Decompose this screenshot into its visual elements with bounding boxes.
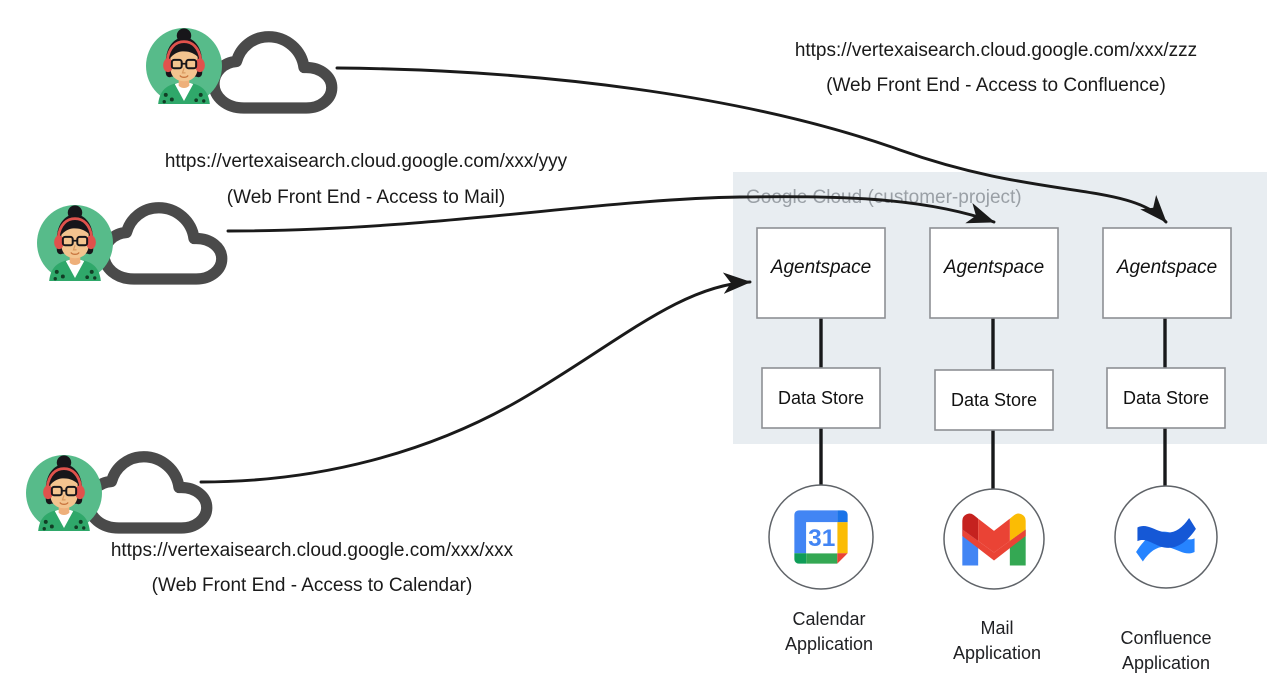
flow-arrow-confluence [335, 66, 1168, 224]
datastore-node-confluence[interactable]: Data Store [1106, 367, 1226, 429]
user-node-calendar[interactable] [26, 455, 207, 531]
app-node-confluence[interactable]: Confluence Application [1114, 485, 1218, 673]
user-url-calendar: https://vertexaisearch.cloud.google.com/… [111, 540, 514, 561]
flow-arrow-calendar [199, 272, 752, 484]
user-desc-confluence: (Web Front End - Access to Confluence) [826, 75, 1166, 96]
agentspace-node-confluence[interactable]: Agentspace [1102, 227, 1232, 319]
datastore-label-mail: Data Store [951, 390, 1037, 410]
user-desc-mail: (Web Front End - Access to Mail) [227, 187, 505, 208]
agentspace-node-mail[interactable]: Agentspace [929, 227, 1059, 319]
user-url-confluence: https://vertexaisearch.cloud.google.com/… [795, 40, 1197, 61]
app-label-confluence-line1: Confluence [1120, 628, 1211, 648]
app-label-confluence-line2: Application [1122, 653, 1210, 673]
cloud-icon [89, 457, 207, 528]
agentspace-node-calendar[interactable]: Agentspace [756, 227, 886, 319]
user-node-mail[interactable] [37, 205, 222, 281]
user-avatar-icon [37, 205, 113, 281]
cloud-icon [214, 37, 332, 108]
datastore-node-mail[interactable]: Data Store [934, 369, 1054, 431]
google-calendar-icon [794, 510, 848, 564]
app-label-calendar-line1: Calendar [792, 609, 865, 629]
app-label-mail-line2: Application [953, 643, 1041, 663]
flow-arrow-mail [226, 195, 996, 233]
google-cloud-container-label: Google Cloud (customer-project) [746, 187, 1022, 208]
agentspace-label-calendar: Agentspace [770, 257, 871, 278]
app-label-mail-line1: Mail [980, 618, 1013, 638]
user-node-confluence[interactable] [146, 28, 332, 108]
user-avatar-icon [146, 28, 222, 104]
user-url-mail: https://vertexaisearch.cloud.google.com/… [165, 151, 568, 172]
datastore-label-calendar: Data Store [778, 388, 864, 408]
agentspace-label-confluence: Agentspace [1116, 257, 1217, 278]
agentspace-label-mail: Agentspace [943, 257, 1044, 278]
app-node-mail[interactable]: Mail Application [943, 488, 1045, 663]
datastore-label-confluence: Data Store [1123, 388, 1209, 408]
app-node-calendar[interactable]: Calendar Application [768, 484, 874, 654]
user-desc-calendar: (Web Front End - Access to Calendar) [152, 575, 473, 596]
user-avatar-icon [26, 455, 102, 531]
app-label-calendar-line2: Application [785, 634, 873, 654]
datastore-node-calendar[interactable]: Data Store [761, 367, 881, 429]
cloud-icon [104, 208, 222, 279]
